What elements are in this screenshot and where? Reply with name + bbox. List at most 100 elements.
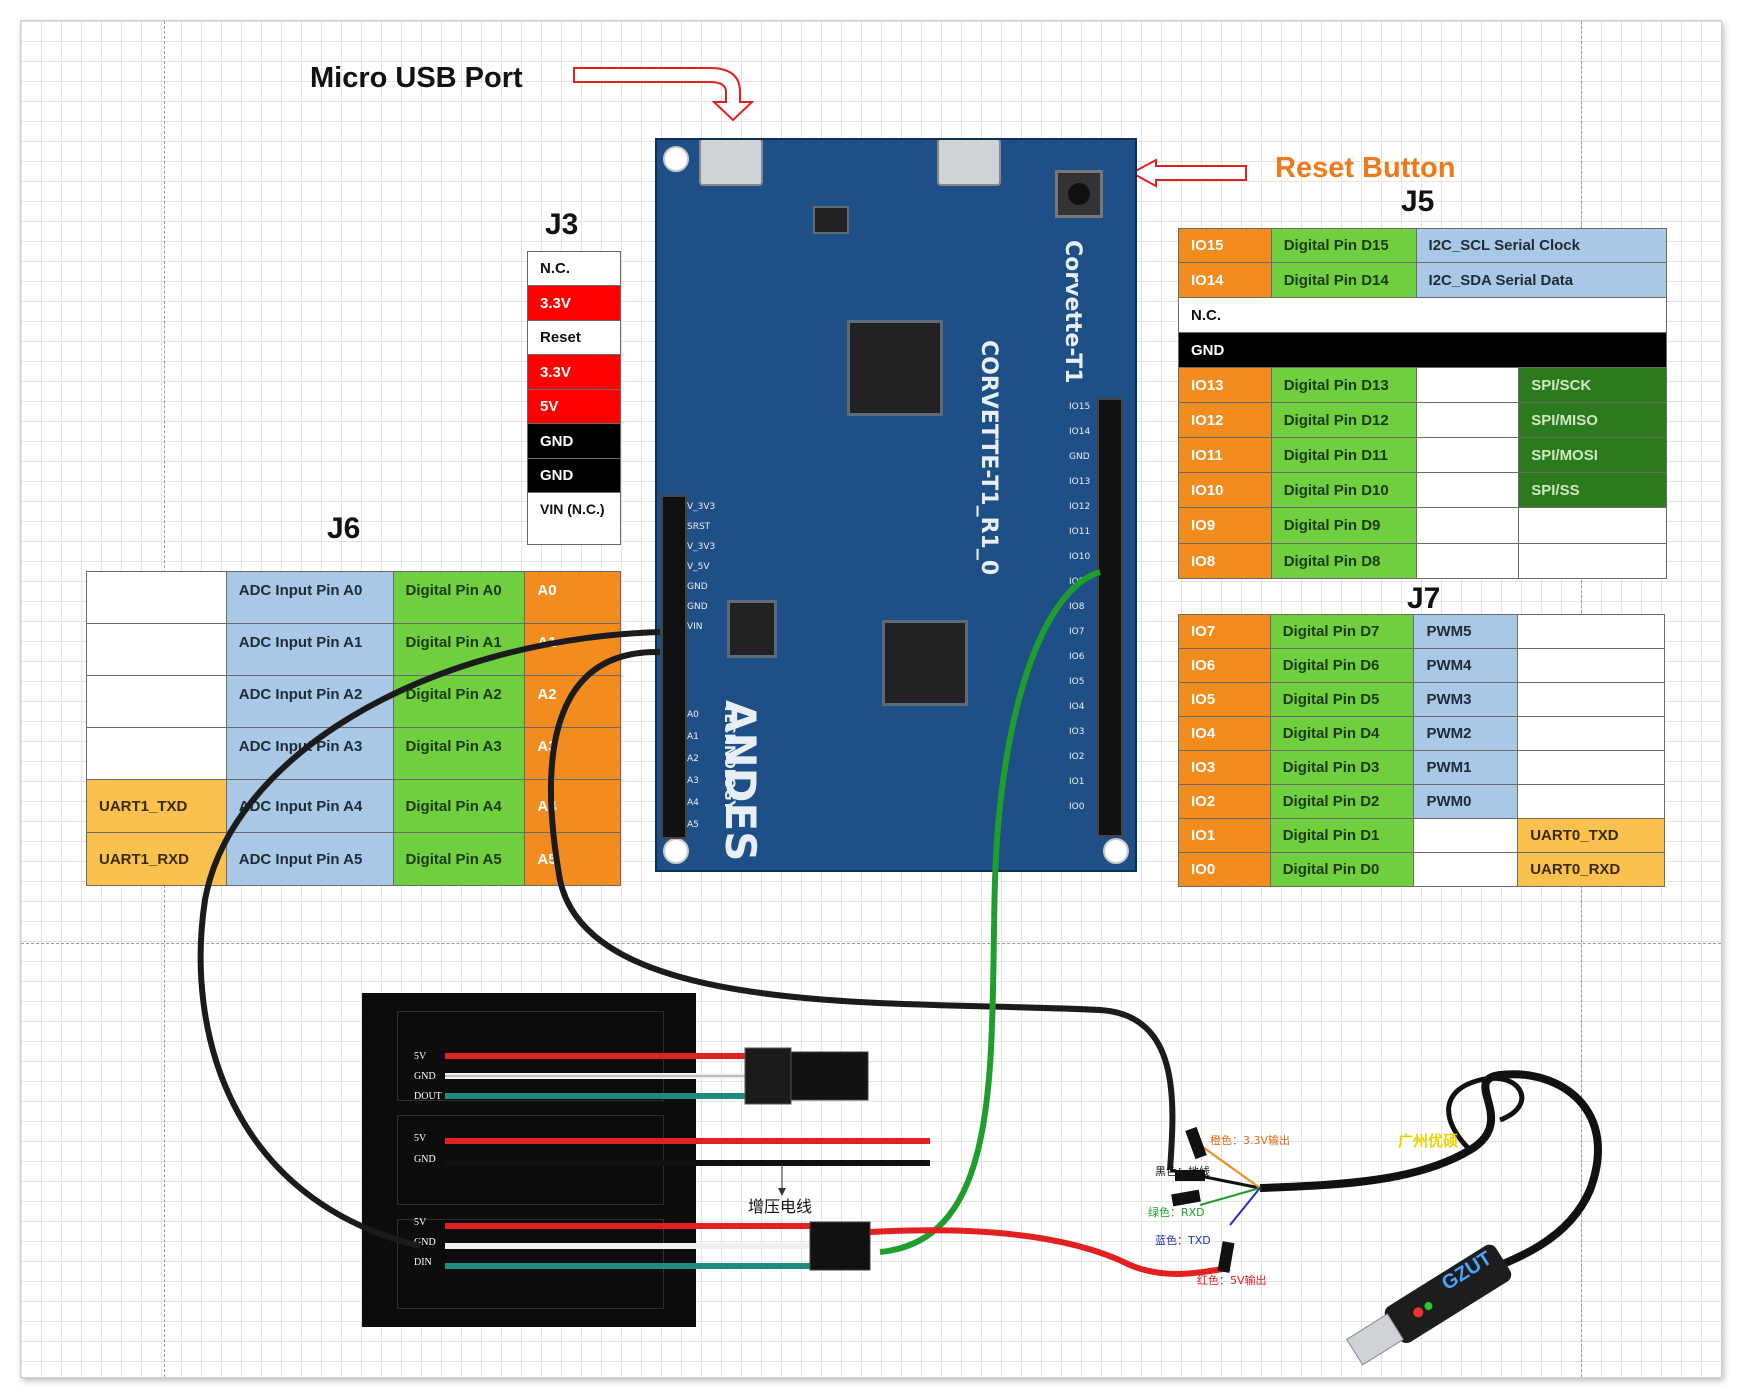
- j7-cell-digital: Digital Pin D6: [1269, 648, 1415, 683]
- sensor-leads: [445, 1047, 930, 1271]
- right-pin-header: [1097, 398, 1123, 837]
- usb-lead-blue-label: 蓝色：TXD: [1155, 1234, 1211, 1247]
- board-pin-label: A1: [687, 732, 699, 742]
- j3-title: J3: [545, 208, 579, 241]
- j5-table: IO15 Digital Pin D15 I2C_SCL Serial Cloc…: [1178, 228, 1668, 579]
- j7-cell-digital: Digital Pin D0: [1269, 852, 1415, 887]
- j7-cell-pwm: PWM2: [1413, 716, 1519, 751]
- j6-cell-adc: ADC Input Pin A5: [225, 832, 394, 886]
- red-wire-5v: [869, 1227, 1231, 1277]
- j5-cell-digital: Digital Pin D15: [1270, 228, 1417, 263]
- usb-dongle: [1346, 1244, 1512, 1366]
- j7-cell-io: IO6: [1178, 648, 1271, 683]
- board-pin-label: IO13: [1069, 477, 1091, 487]
- j6-cell-digital: Digital Pin A5: [392, 832, 526, 886]
- board-pin-label: IO14: [1069, 427, 1091, 437]
- j5-cell-empty: [1518, 507, 1667, 544]
- j5-cell-empty: [1415, 543, 1520, 579]
- j7-title: J7: [1407, 582, 1441, 615]
- j7-cell-digital: Digital Pin D7: [1269, 614, 1415, 649]
- j7-row: IO6 Digital Pin D6 PWM4: [1178, 648, 1665, 683]
- j6-cell-digital: Digital Pin A4: [392, 779, 526, 833]
- j6-cell-uart: [86, 727, 227, 780]
- j5-cell-digital: Digital Pin D12: [1270, 402, 1417, 438]
- j5-row: IO11 Digital Pin D11 SPI/MOSI: [1178, 437, 1667, 473]
- board-pin-label: IO10: [1069, 552, 1091, 562]
- micro-usb-arrow: [573, 67, 755, 122]
- j5-row: IO8 Digital Pin D8: [1178, 543, 1667, 579]
- j5-cell-empty: [1518, 543, 1667, 579]
- micro-usb-port-2[interactable]: [937, 140, 1001, 186]
- j7-cell-digital: Digital Pin D4: [1269, 716, 1415, 751]
- pad-label: GND: [414, 1071, 436, 1082]
- j6-row: UART1_RXD ADC Input Pin A5 Digital Pin A…: [86, 832, 621, 886]
- j6-row: ADC Input Pin A0 Digital Pin A0 A0: [86, 571, 621, 624]
- j5-row: IO10 Digital Pin D10 SPI/SS: [1178, 472, 1667, 508]
- j5-cell-digital: Digital Pin D14: [1270, 262, 1417, 298]
- j6-cell-uart: UART1_RXD: [86, 832, 227, 886]
- board-pin-label: IO12: [1069, 502, 1091, 512]
- j7-row: IO2 Digital Pin D2 PWM0: [1178, 784, 1665, 819]
- guide-line-horizontal: [21, 943, 1721, 944]
- board-pin-label: IO8: [1069, 602, 1085, 612]
- j5-cell-io: IO12: [1178, 402, 1272, 438]
- j5-row: IO14 Digital Pin D14 I2C_SDA Serial Data: [1178, 262, 1668, 298]
- j3-pin-gnd: GND: [527, 423, 621, 459]
- j7-cell-uart: [1517, 614, 1665, 649]
- usb-lead-orange-label: 橙色：3.3V输出: [1210, 1134, 1291, 1147]
- board-pin-label: GND: [687, 582, 708, 592]
- j3-pin-nc: N.C.: [527, 251, 621, 286]
- usb-cable: [1259, 1070, 1602, 1294]
- j6-title: J6: [327, 512, 361, 545]
- pad-label: GND: [414, 1237, 436, 1248]
- j6-cell-uart: UART1_TXD: [86, 779, 227, 833]
- pad-label: DIN: [414, 1257, 432, 1268]
- j3-pin-gnd-b: GND: [527, 458, 621, 493]
- mount-hole: [663, 838, 689, 864]
- j5-row: IO15 Digital Pin D15 I2C_SCL Serial Cloc…: [1178, 228, 1668, 263]
- j6-cell-pin: A1: [524, 623, 621, 676]
- j7-cell-uart: [1517, 682, 1665, 717]
- j7-cell-digital: Digital Pin D2: [1269, 784, 1415, 819]
- j6-cell-adc: ADC Input Pin A3: [225, 727, 394, 780]
- j7-row: IO0 Digital Pin D0 UART0_RXD: [1178, 852, 1665, 887]
- j5-cell-spi: SPI/MISO: [1518, 402, 1667, 438]
- board-pin-label: V_3V3: [687, 502, 716, 512]
- j6-row: ADC Input Pin A3 Digital Pin A3 A3: [86, 727, 621, 780]
- usb-lead-green-label: 绿色：RXD: [1148, 1206, 1205, 1219]
- micro-usb-port[interactable]: [699, 140, 763, 186]
- board-pin-label: V_5V: [687, 562, 710, 572]
- j7-cell-pwm: [1413, 818, 1519, 853]
- j7-cell-io: IO2: [1178, 784, 1271, 819]
- j7-cell-pwm: PWM5: [1413, 614, 1519, 649]
- board-pin-label: IO1: [1069, 777, 1085, 787]
- board-pin-label: IO15: [1069, 402, 1091, 412]
- j3-pin-5v: 5V: [527, 389, 621, 424]
- board-pin-label: VIN: [687, 622, 703, 632]
- j6-cell-adc: ADC Input Pin A0: [225, 571, 394, 624]
- j7-cell-io: IO4: [1178, 716, 1271, 751]
- j6-cell-pin: A0: [524, 571, 621, 624]
- board-pin-label: IO3: [1069, 727, 1085, 737]
- board-pin-label: A5: [687, 820, 699, 830]
- j5-title: J5: [1401, 185, 1435, 218]
- board-pin-label: IO7: [1069, 627, 1085, 637]
- j5-cell-digital: Digital Pin D8: [1270, 543, 1417, 579]
- j5-cell-spi: SPI/SCK: [1518, 367, 1667, 403]
- j6-cell-digital: Digital Pin A3: [392, 727, 526, 780]
- j5-cell-empty: [1415, 472, 1520, 508]
- j3-pin-reset: Reset: [527, 320, 621, 355]
- j5-cell-i2c: I2C_SDA Serial Data: [1415, 262, 1668, 298]
- eeprom-chip: [727, 600, 777, 658]
- j7-cell-pwm: PWM1: [1413, 750, 1519, 785]
- pad-label: DOUT: [414, 1091, 442, 1102]
- j6-cell-pin: A3: [524, 727, 621, 780]
- j5-cell-spi: SPI/MOSI: [1518, 437, 1667, 473]
- reset-button[interactable]: [1055, 170, 1103, 218]
- reset-arrow: [1129, 158, 1247, 188]
- brand-cn-label: 广州优硕: [1398, 1132, 1459, 1150]
- pad-label: 5V: [414, 1217, 427, 1228]
- board-pin-label: SRST: [687, 522, 711, 532]
- j5-cell-digital: Digital Pin D9: [1270, 507, 1417, 544]
